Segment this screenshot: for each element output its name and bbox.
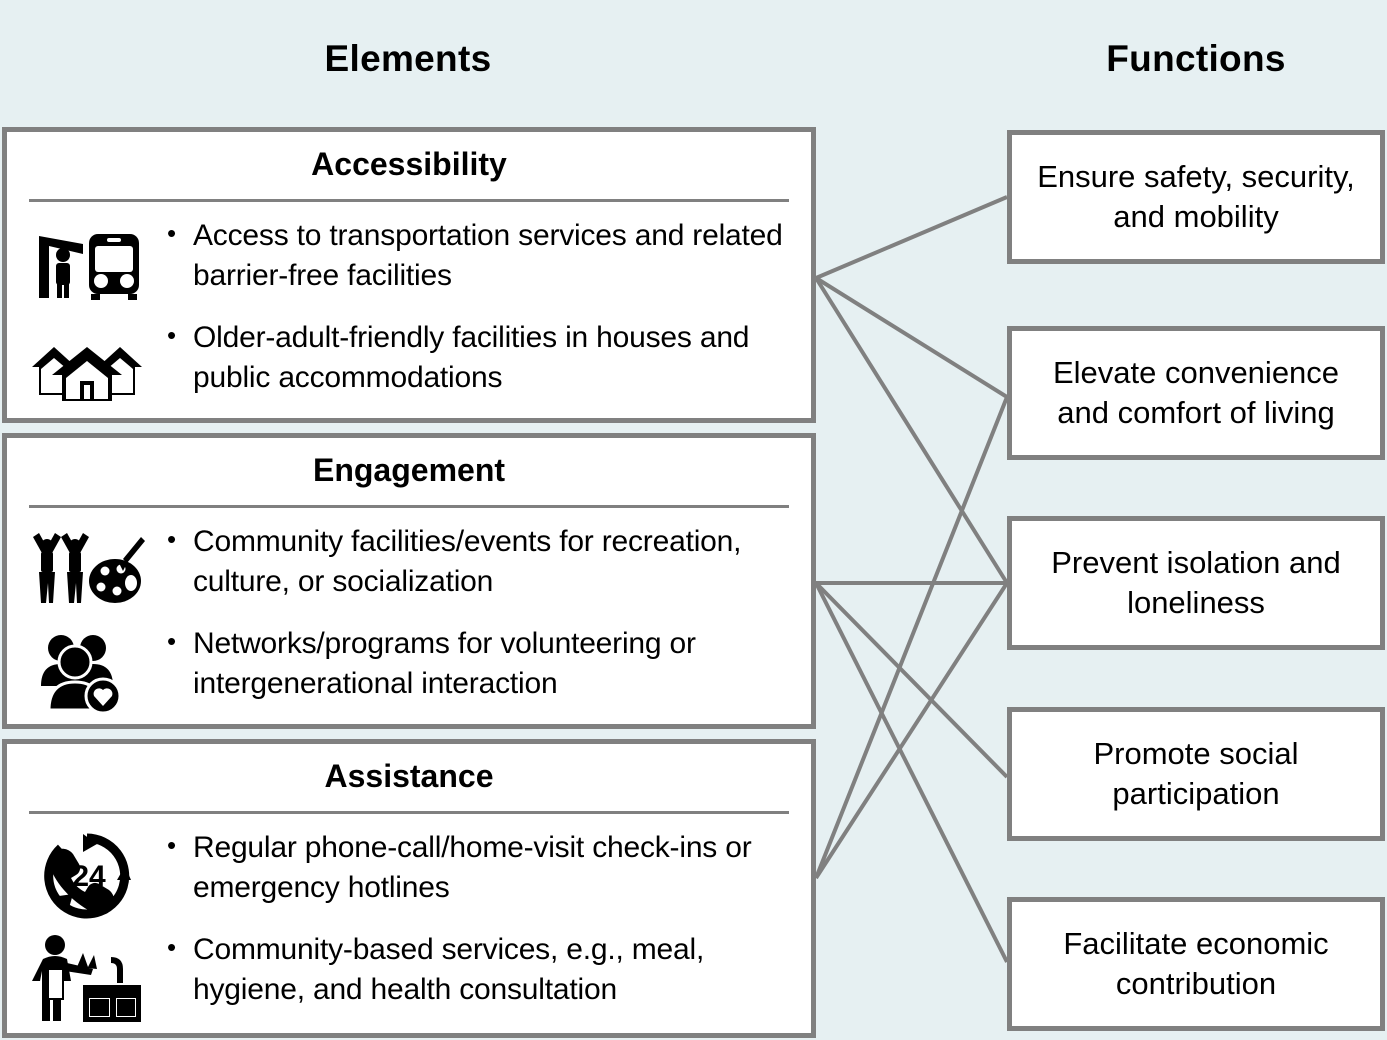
bullet-column: • Community facilities/events for recrea…	[167, 520, 811, 704]
bullet-item: • Networks/programs for volunteering or …	[167, 624, 787, 704]
element-card-title: Engagement	[312, 452, 506, 488]
icon-column: 24	[7, 826, 167, 1022]
element-card-assistance[interactable]: Assistance 24	[2, 739, 816, 1038]
element-card-accessibility[interactable]: Accessibility	[2, 127, 816, 423]
element-card-title: Accessibility	[311, 146, 507, 182]
card-body: 24	[7, 814, 811, 1022]
connector-engagement-to-economic	[814, 582, 1009, 963]
element-card-engagement[interactable]: Engagement	[2, 433, 816, 729]
function-label: Elevate convenience and comfort of livin…	[1052, 355, 1340, 430]
bullet-column: • Access to transportation services and …	[167, 214, 811, 398]
function-box-participation[interactable]: Promote social participation	[1007, 707, 1385, 841]
card-body: • Access to transportation services and …	[7, 202, 811, 410]
connector-engagement-to-participation	[814, 581, 1009, 779]
card-divider	[29, 811, 789, 814]
function-box-economic[interactable]: Facilitate economic contribution	[1007, 897, 1385, 1031]
card-body: • Community facilities/events for recrea…	[7, 508, 811, 716]
bullet-marker: •	[167, 320, 177, 350]
bullet-marker: •	[167, 524, 177, 554]
function-label: Facilitate economic contribution	[1063, 926, 1329, 1001]
group-heart-icon	[27, 628, 147, 716]
svg-text:24: 24	[72, 860, 106, 893]
bullet-text: Community-based services, e.g., meal, hy…	[193, 933, 705, 1006]
connector-assistance-to-isolation	[814, 581, 1009, 880]
bullet-marker: •	[167, 932, 177, 962]
bullet-text: Access to transportation services and re…	[193, 219, 783, 292]
icon-column	[7, 520, 167, 716]
bullet-item: • Community facilities/events for recrea…	[167, 522, 787, 602]
function-label: Promote social participation	[1093, 736, 1299, 811]
bullet-marker: •	[167, 626, 177, 656]
bullet-item: • Older-adult-friendly facilities in hou…	[167, 318, 787, 398]
bullet-text: Regular phone-call/home-visit check-ins …	[193, 831, 752, 904]
connector-accessibility-to-safety	[815, 195, 1008, 280]
bullet-column: • Regular phone-call/home-visit check-in…	[167, 826, 811, 1010]
element-card-title: Assistance	[324, 758, 494, 794]
function-box-convenience[interactable]: Elevate convenience and comfort of livin…	[1007, 326, 1385, 460]
people-celebrating-palette-icon	[27, 526, 147, 614]
bullet-text: Networks/programs for volunteering or in…	[193, 627, 696, 700]
card-divider	[29, 199, 789, 202]
bullet-item: • Access to transportation services and …	[167, 216, 787, 296]
functions-column-heading: Functions	[1106, 38, 1286, 79]
connector-accessibility-to-convenience	[814, 276, 1009, 399]
function-label: Ensure safety, security, and mobility	[1037, 159, 1355, 234]
bullet-marker: •	[167, 218, 177, 248]
bus-stop-icon	[27, 220, 147, 308]
bullet-text: Community facilities/events for recreati…	[193, 525, 742, 598]
function-label: Prevent isolation and loneliness	[1051, 545, 1341, 620]
caregiver-kitchen-icon	[27, 934, 147, 1022]
icon-column	[7, 214, 167, 410]
bullet-text: Older-adult-friendly facilities in house…	[193, 321, 750, 394]
connector-assistance-to-convenience	[814, 396, 1009, 879]
function-box-safety[interactable]: Ensure safety, security, and mobility	[1007, 130, 1385, 264]
phone-24h-icon: 24	[27, 832, 147, 920]
bullet-marker: •	[167, 830, 177, 860]
connector-accessibility-to-isolation	[814, 276, 1009, 585]
bullet-item: • Community-based services, e.g., meal, …	[167, 930, 787, 1010]
function-box-isolation[interactable]: Prevent isolation and loneliness	[1007, 516, 1385, 650]
bullet-item: • Regular phone-call/home-visit check-in…	[167, 828, 787, 908]
card-divider	[29, 505, 789, 508]
elements-column-heading: Elements	[324, 38, 492, 79]
houses-icon	[27, 322, 147, 410]
